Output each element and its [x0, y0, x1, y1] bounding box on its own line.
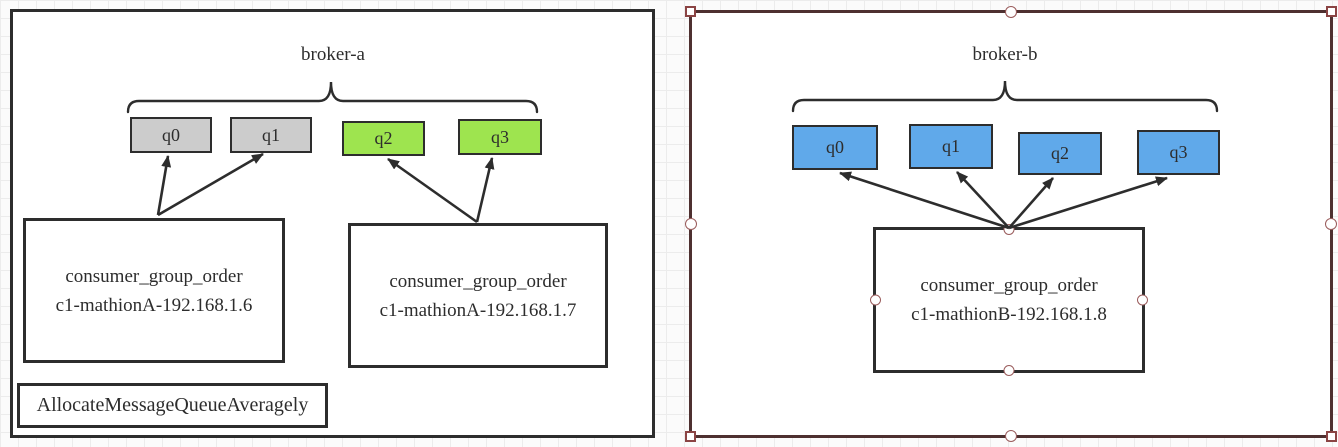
- resize-handle-bottom-center[interactable]: [1005, 430, 1017, 442]
- resize-handle-middle-left[interactable]: [685, 218, 697, 230]
- queue-label: q2: [1051, 143, 1069, 163]
- queue-q2-broker-b[interactable]: q2: [1018, 132, 1102, 175]
- connection-point-top[interactable]: [1003, 224, 1015, 235]
- consumer-group-name: consumer_group_order: [389, 270, 567, 292]
- arrow-consumer1-q0[interactable]: [156, 155, 172, 216]
- consumer-box-2-broker-a[interactable]: consumer_group_order c1-mathionA-192.168…: [348, 223, 608, 368]
- queue-label: q1: [262, 124, 280, 145]
- queue-q0-broker-a[interactable]: q0: [130, 117, 212, 153]
- consumer-group-name: consumer_group_order: [920, 275, 1098, 296]
- resize-handle-bottom-right[interactable]: [1326, 431, 1337, 442]
- resize-handle-middle-right[interactable]: [1325, 218, 1337, 230]
- allocate-strategy-box[interactable]: AllocateMessageQueueAveragely: [17, 383, 328, 428]
- resize-handle-top-left[interactable]: [685, 6, 696, 17]
- queue-q0-broker-b[interactable]: q0: [792, 125, 878, 170]
- queue-q1-broker-b[interactable]: q1: [909, 124, 993, 169]
- queue-q3-broker-a[interactable]: q3: [458, 119, 542, 155]
- allocate-strategy-label: AllocateMessageQueueAveragely: [36, 394, 309, 416]
- queue-label: q3: [491, 126, 509, 147]
- queue-label: q1: [942, 136, 960, 156]
- arrow-consumer1-q1[interactable]: [157, 152, 264, 217]
- arrow-consumer-q0[interactable]: [839, 171, 1010, 230]
- consumer-client-id: c1-mathionB-192.168.1.8: [911, 304, 1107, 325]
- connection-point-left[interactable]: [870, 294, 881, 306]
- arrow-consumer-q1[interactable]: [956, 171, 1010, 229]
- broker-b-title: broker-b: [972, 44, 1038, 65]
- arrow-consumer-q3[interactable]: [1008, 176, 1168, 230]
- consumer-client-id: c1-mathionA-192.168.1.7: [379, 299, 577, 321]
- arrow-consumer-q2[interactable]: [1008, 177, 1054, 229]
- consumer-box-1-broker-a[interactable]: consumer_group_order c1-mathionA-192.168…: [23, 218, 285, 363]
- arrow-consumer2-q2[interactable]: [387, 157, 478, 224]
- diagram-panel-broker-a[interactable]: broker-a q0 q1 q2 q3 consumer_group_orde…: [10, 9, 655, 438]
- diagram-panel-broker-b[interactable]: broker-b q0 q1 q2 q3 consumer_group_orde…: [685, 6, 1337, 442]
- brace-broker-b[interactable]: [791, 80, 1219, 113]
- connection-point-right[interactable]: [1137, 294, 1148, 306]
- queue-q2-broker-a[interactable]: q2: [342, 121, 425, 156]
- consumer-group-name: consumer_group_order: [65, 265, 243, 287]
- brace-broker-a[interactable]: [126, 81, 539, 114]
- queue-label: q3: [1169, 142, 1188, 162]
- broker-a-title: broker-a: [301, 44, 365, 65]
- queue-label: q2: [374, 128, 393, 148]
- queue-q3-broker-b[interactable]: q3: [1137, 130, 1220, 175]
- queue-q1-broker-a[interactable]: q1: [230, 117, 312, 153]
- resize-handle-top-right[interactable]: [1326, 6, 1337, 17]
- queue-label: q0: [162, 124, 180, 145]
- connection-point-bottom[interactable]: [1003, 365, 1015, 376]
- consumer-client-id: c1-mathionA-192.168.1.6: [55, 294, 253, 316]
- resize-handle-top-center[interactable]: [1005, 6, 1017, 18]
- resize-handle-bottom-left[interactable]: [685, 431, 696, 442]
- queue-label: q0: [826, 137, 844, 157]
- consumer-box-broker-b[interactable]: consumer_group_order c1-mathionB-192.168…: [870, 224, 1148, 376]
- arrow-consumer2-q3[interactable]: [475, 157, 495, 223]
